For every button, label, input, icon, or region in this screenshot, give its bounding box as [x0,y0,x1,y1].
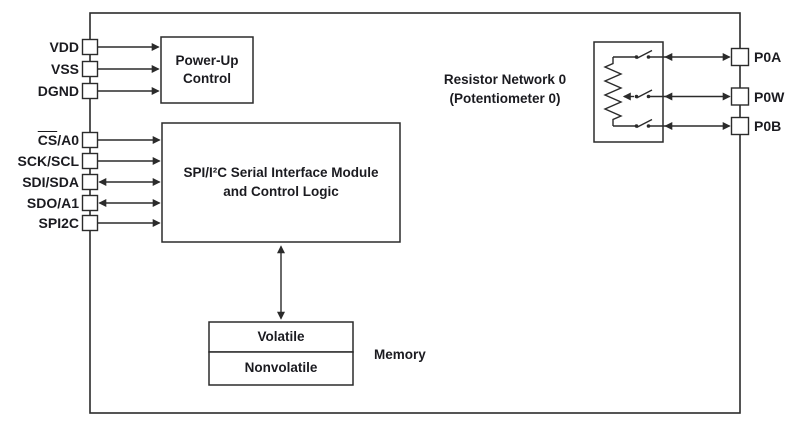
switch-blade-b [636,118,653,129]
power-up-line2: Control [183,71,231,86]
pin-label-sdo-a1: SDO/A1 [26,195,79,211]
switch-contact-dot [634,124,639,128]
serial-interface-line2: and Control Logic [223,183,339,199]
pin-label-spi2c: SPI2C [38,215,79,231]
pin-pad-p0a [730,47,750,67]
nonvolatile-memory-box [208,351,354,386]
pin-label-vss: VSS [50,61,79,77]
pin-pad-dgnd [81,82,99,100]
switch-contact-dot [634,94,639,99]
volatile-memory-caption: Volatile [209,322,353,352]
pin-label-dgnd: DGND [37,83,79,99]
serial-interface-box [161,122,401,243]
pin-label-p0a: P0A [754,49,782,65]
device-outline-box [89,12,741,414]
power-up-line1: Power-Up [175,52,239,68]
pin-pad-cs-a0 [81,131,99,149]
pin-label-sdi-sda: SDI/SDA [22,174,79,190]
serial-interface-line1: SPI/I²C Serial Interface Module [183,165,379,180]
pin-pad-sdo-a1 [81,194,99,212]
pin-label-cs-a0: CS/A0 [4,132,79,148]
switch-contact-dot [634,55,639,59]
pin-pad-vdd [81,38,99,56]
nonvolatile-memory-caption: Nonvolatile [209,352,353,385]
pin-pad-sck-scl [81,152,99,170]
power-up-control-caption: Power-Up Control [161,37,253,103]
pin-label-p0b: P0B [754,118,782,134]
serial-interface-caption: SPI/I²C Serial Interface Module and Cont… [162,123,400,242]
pin-label-vdd: VDD [49,39,79,55]
volatile-label: Volatile [257,328,305,344]
pin-pad-p0b [730,116,750,136]
pin-label-p0w: P0W [754,89,785,105]
pin-pad-spi2c [81,214,99,232]
cs-overline-text: CS [37,132,58,148]
volatile-memory-box [208,321,354,353]
pin-label-sck-scl: SCK/SCL [17,153,79,169]
memory-label: Memory [374,347,426,362]
pin-pad-vss [81,60,99,78]
resistor-network-label: Resistor Network 0 (Potentiometer 0) [416,70,594,108]
cs-rest-text: /A0 [57,132,79,148]
nonvolatile-label: Nonvolatile [244,360,318,376]
pin-pad-p0w [730,87,750,106]
resistor-zigzag-symbol [603,57,623,126]
switch-blade-a [636,49,653,60]
switch-blade-w [636,89,653,99]
power-up-control-box [160,36,254,104]
resistor-network-line1: Resistor Network 0 [443,72,567,87]
pin-pad-sdi-sda [81,173,99,191]
resistor-network-line2: (Potentiometer 0) [449,91,561,106]
